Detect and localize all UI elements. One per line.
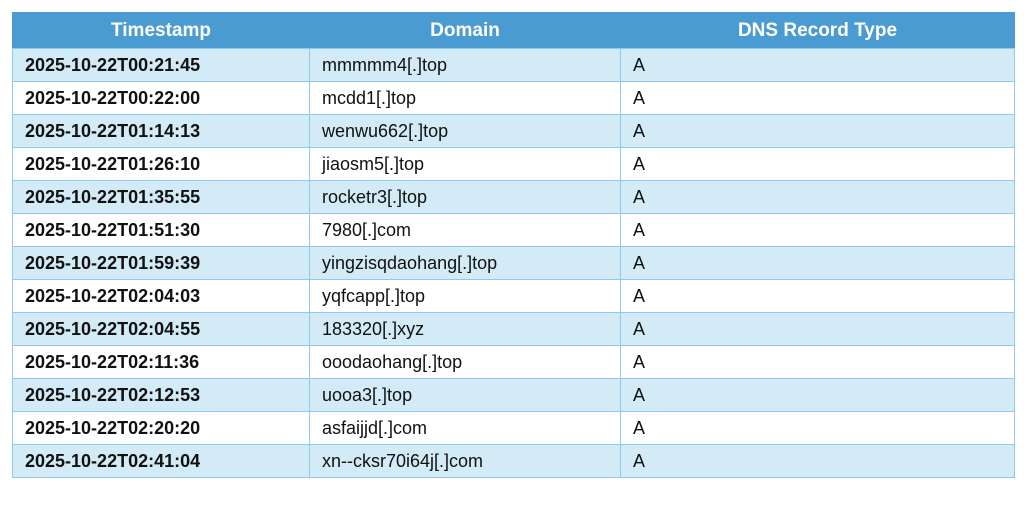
record-type-cell: A: [620, 345, 1015, 379]
record-type-cell: A: [620, 411, 1015, 445]
timestamp-cell: 2025-10-22T02:04:55: [12, 312, 310, 346]
domain-cell: yingzisqdaohang[.]top: [309, 246, 621, 280]
domain-cell: wenwu662[.]top: [309, 114, 621, 148]
timestamp-cell: 2025-10-22T01:26:10: [12, 147, 310, 181]
timestamp-cell: 2025-10-22T02:41:04: [12, 444, 310, 478]
record-type-cell: A: [620, 114, 1015, 148]
dns-records-table: Timestamp Domain DNS Record Type 2025-10…: [12, 12, 1015, 478]
record-type-cell: A: [620, 279, 1015, 313]
domain-cell: xn--cksr70i64j[.]com: [309, 444, 621, 478]
timestamp-cell: 2025-10-22T00:22:00: [12, 81, 310, 115]
header-dns-record-type: DNS Record Type: [620, 12, 1015, 49]
timestamp-cell: 2025-10-22T02:12:53: [12, 378, 310, 412]
record-type-cell: A: [620, 81, 1015, 115]
domain-cell: yqfcapp[.]top: [309, 279, 621, 313]
timestamp-cell: 2025-10-22T01:35:55: [12, 180, 310, 214]
timestamp-cell: 2025-10-22T02:04:03: [12, 279, 310, 313]
timestamp-cell: 2025-10-22T00:21:45: [12, 48, 310, 82]
domain-cell: 7980[.]com: [309, 213, 621, 247]
header-domain: Domain: [309, 12, 621, 49]
record-type-cell: A: [620, 213, 1015, 247]
domain-cell: rocketr3[.]top: [309, 180, 621, 214]
record-type-cell: A: [620, 180, 1015, 214]
domain-cell: jiaosm5[.]top: [309, 147, 621, 181]
record-type-cell: A: [620, 378, 1015, 412]
record-type-cell: A: [620, 444, 1015, 478]
table-header: Timestamp Domain DNS Record Type: [12, 12, 1015, 49]
header-timestamp: Timestamp: [12, 12, 310, 49]
domain-cell: mcdd1[.]top: [309, 81, 621, 115]
domain-cell: uooa3[.]top: [309, 378, 621, 412]
domain-cell: mmmmm4[.]top: [309, 48, 621, 82]
domain-cell: 183320[.]xyz: [309, 312, 621, 346]
timestamp-cell: 2025-10-22T01:59:39: [12, 246, 310, 280]
domain-cell: ooodaohang[.]top: [309, 345, 621, 379]
dns-records-table-container: Timestamp Domain DNS Record Type 2025-10…: [12, 12, 1015, 478]
timestamp-cell: 2025-10-22T01:14:13: [12, 114, 310, 148]
timestamp-cell: 2025-10-22T01:51:30: [12, 213, 310, 247]
timestamp-cell: 2025-10-22T02:20:20: [12, 411, 310, 445]
record-type-cell: A: [620, 246, 1015, 280]
domain-cell: asfaijjd[.]com: [309, 411, 621, 445]
record-type-cell: A: [620, 312, 1015, 346]
header-row: Timestamp Domain DNS Record Type: [12, 12, 1015, 49]
timestamp-cell: 2025-10-22T02:11:36: [12, 345, 310, 379]
record-type-cell: A: [620, 48, 1015, 82]
record-type-cell: A: [620, 147, 1015, 181]
